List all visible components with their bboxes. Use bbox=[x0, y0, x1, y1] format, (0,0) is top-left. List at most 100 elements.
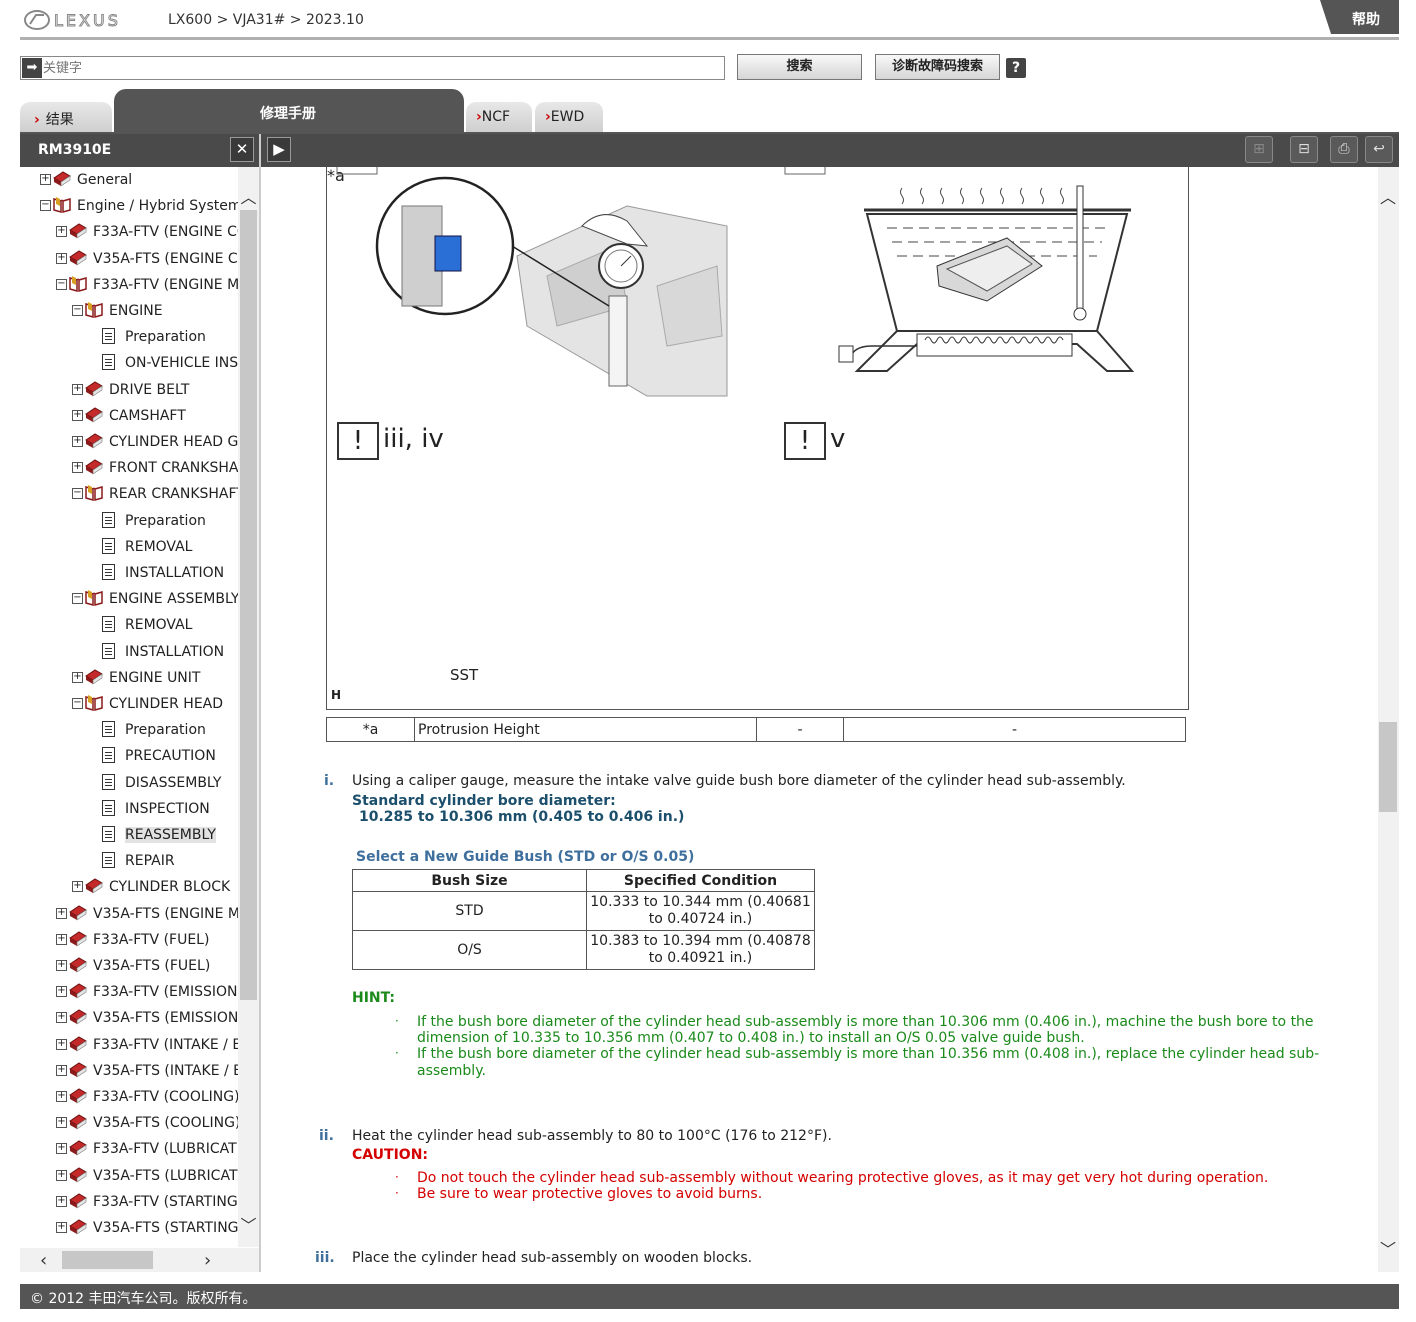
tree-item[interactable]: −REAR CRANKSHAFT OIL SEAL bbox=[20, 482, 238, 508]
tree-item[interactable]: +F33A-FTV (FUEL) bbox=[20, 928, 238, 954]
tree-item[interactable]: +DRIVE BELT bbox=[20, 378, 238, 404]
close-icon[interactable]: ✕ bbox=[230, 137, 254, 162]
tree-item[interactable]: +CYLINDER BLOCK bbox=[20, 875, 238, 901]
search-button[interactable]: 搜索 bbox=[737, 54, 862, 80]
tree-item[interactable]: −F33A-FTV (ENGINE MECHANICAL) bbox=[20, 273, 238, 299]
expand-icon[interactable]: + bbox=[56, 1194, 67, 1207]
tree-item[interactable]: +FRONT CRANKSHAFT OIL SEAL bbox=[20, 456, 238, 482]
expand-icon[interactable]: + bbox=[56, 985, 67, 998]
tree-item[interactable]: DISASSEMBLY bbox=[20, 771, 238, 797]
tree-item[interactable]: REMOVAL bbox=[20, 613, 238, 639]
tree-item[interactable]: +V35A-FTS (EMISSION CONTROL) bbox=[20, 1006, 238, 1032]
tree-item[interactable]: REASSEMBLY bbox=[20, 823, 238, 849]
tree-item[interactable]: +F33A-FTV (INTAKE / EXHAUST) bbox=[20, 1033, 238, 1059]
tree-item[interactable]: INSTALLATION bbox=[20, 640, 238, 666]
collapse-all-icon[interactable]: ⊟ bbox=[1290, 136, 1318, 163]
table-header: Bush Size bbox=[352, 869, 587, 892]
tree-item[interactable]: +CAMSHAFT bbox=[20, 404, 238, 430]
tab-repair-manual[interactable]: 修理手册 bbox=[114, 89, 464, 132]
tree-item[interactable]: +F33A-FTV (EMISSION CONTROL) bbox=[20, 980, 238, 1006]
tree-item[interactable]: Preparation bbox=[20, 718, 238, 744]
tree-item[interactable]: −CYLINDER HEAD bbox=[20, 692, 238, 718]
tree-item[interactable]: REPAIR bbox=[20, 849, 238, 875]
print-icon[interactable]: ⎙ bbox=[1330, 136, 1358, 163]
tree-item[interactable]: INSTALLATION bbox=[20, 561, 238, 587]
search-input[interactable] bbox=[43, 58, 721, 78]
expand-icon[interactable]: + bbox=[56, 1063, 67, 1076]
tree-item[interactable]: INSPECTION bbox=[20, 797, 238, 823]
expand-icon[interactable]: + bbox=[72, 382, 83, 395]
book-icon bbox=[68, 904, 88, 922]
tree-item[interactable]: +F33A-FTV (COOLING) bbox=[20, 1085, 238, 1111]
tree-item[interactable]: −Engine / Hybrid System bbox=[20, 194, 238, 220]
expand-icon[interactable]: + bbox=[56, 251, 67, 264]
chevron-up-icon[interactable]: ︿ bbox=[1380, 188, 1397, 207]
tree-item[interactable]: +General bbox=[20, 168, 238, 194]
tree-item[interactable]: +V35A-FTS (FUEL) bbox=[20, 954, 238, 980]
chevron-down-icon[interactable]: ﹀ bbox=[1380, 1240, 1397, 1259]
help-button[interactable]: 帮助 bbox=[1320, 0, 1399, 34]
tree-item[interactable]: Preparation bbox=[20, 509, 238, 535]
expand-icon[interactable]: + bbox=[56, 225, 67, 238]
expand-icon[interactable]: + bbox=[56, 959, 67, 971]
expand-icon[interactable]: + bbox=[56, 1168, 67, 1181]
content-vertical-scrollbar[interactable] bbox=[1378, 167, 1399, 1272]
expand-icon[interactable]: + bbox=[56, 1037, 67, 1050]
expand-icon[interactable]: + bbox=[72, 880, 83, 893]
tree-item[interactable]: Preparation bbox=[20, 325, 238, 351]
expand-icon[interactable]: + bbox=[56, 1221, 67, 1233]
expand-icon[interactable]: + bbox=[56, 1116, 67, 1129]
chevron-up-icon[interactable]: ︿ bbox=[240, 188, 257, 207]
tree-item[interactable]: +F33A-FTV (STARTING) bbox=[20, 1190, 238, 1216]
arrow-right-icon: ➡ bbox=[22, 58, 42, 78]
tree-item[interactable]: REMOVAL bbox=[20, 535, 238, 561]
tab-results[interactable]: ›结果 bbox=[20, 102, 112, 132]
dtc-search-button[interactable]: 诊断故障码搜索 bbox=[875, 54, 1000, 80]
tree-item[interactable]: +V35A-FTS (ENGINE MECHANICAL) bbox=[20, 902, 238, 928]
expand-icon[interactable]: + bbox=[56, 1011, 67, 1024]
tree-item[interactable]: +V35A-FTS (COOLING) bbox=[20, 1111, 238, 1137]
expand-icon[interactable]: + bbox=[56, 932, 67, 945]
tree-item[interactable]: +CYLINDER HEAD GASKET bbox=[20, 430, 238, 456]
expand-icon[interactable]: + bbox=[40, 173, 51, 185]
tree-hscroll-thumb[interactable] bbox=[62, 1251, 153, 1269]
tree-item[interactable]: +V35A-FTS (INTAKE / EXHAUST) bbox=[20, 1059, 238, 1085]
play-icon[interactable]: ▶ bbox=[267, 137, 291, 162]
collapse-icon[interactable]: − bbox=[72, 487, 83, 500]
tree-item[interactable]: +V35A-FTS (STARTING) bbox=[20, 1216, 238, 1242]
tree-item[interactable]: +V35A-FTS (ENGINE CONTROL) bbox=[20, 247, 238, 273]
tree-item[interactable]: +F33A-FTV (ENGINE CONTROL) bbox=[20, 220, 238, 246]
expand-icon[interactable]: + bbox=[72, 461, 83, 474]
expand-icon[interactable]: + bbox=[56, 906, 67, 919]
content-scroll-thumb[interactable] bbox=[1379, 722, 1397, 812]
chevron-down-icon[interactable]: ﹀ bbox=[240, 1216, 257, 1235]
tree-item[interactable]: PRECAUTION bbox=[20, 744, 238, 770]
search-box[interactable]: ➡ bbox=[20, 56, 725, 80]
expand-icon[interactable]: + bbox=[56, 1090, 67, 1102]
expand-icon[interactable]: + bbox=[56, 1142, 67, 1155]
collapse-icon[interactable]: − bbox=[72, 697, 83, 709]
chevron-right-icon[interactable]: › bbox=[204, 1250, 212, 1271]
tree-item[interactable]: −ENGINE bbox=[20, 299, 238, 325]
tree-item[interactable]: −ENGINE ASSEMBLY bbox=[20, 587, 238, 613]
expand-all-icon[interactable]: ⊞ bbox=[1245, 136, 1273, 163]
collapse-icon[interactable]: − bbox=[72, 304, 83, 316]
collapse-icon[interactable]: − bbox=[56, 277, 67, 290]
tree-scroll-thumb[interactable] bbox=[240, 210, 257, 1000]
tree-item[interactable]: +ENGINE UNIT bbox=[20, 666, 238, 692]
chevron-left-icon[interactable]: ‹ bbox=[40, 1250, 48, 1271]
expand-icon[interactable]: + bbox=[72, 670, 83, 683]
collapse-icon[interactable]: − bbox=[72, 592, 83, 605]
collapse-icon[interactable]: − bbox=[40, 199, 51, 212]
help-label: 帮助 bbox=[1352, 12, 1380, 28]
tree-item[interactable]: ON-VEHICLE INSPECTION bbox=[20, 351, 238, 377]
expand-icon[interactable]: + bbox=[72, 408, 83, 421]
tree-item[interactable]: +V35A-FTS (LUBRICATION) bbox=[20, 1164, 238, 1190]
back-icon[interactable]: ↩ bbox=[1365, 136, 1393, 163]
tab-ewd[interactable]: ›EWD bbox=[535, 102, 603, 132]
help-question-icon[interactable]: ? bbox=[1006, 58, 1026, 78]
expand-icon[interactable]: + bbox=[72, 435, 83, 447]
tab-ncf[interactable]: ›NCF bbox=[466, 102, 532, 132]
tree-item[interactable]: +F33A-FTV (LUBRICATION) bbox=[20, 1137, 238, 1163]
